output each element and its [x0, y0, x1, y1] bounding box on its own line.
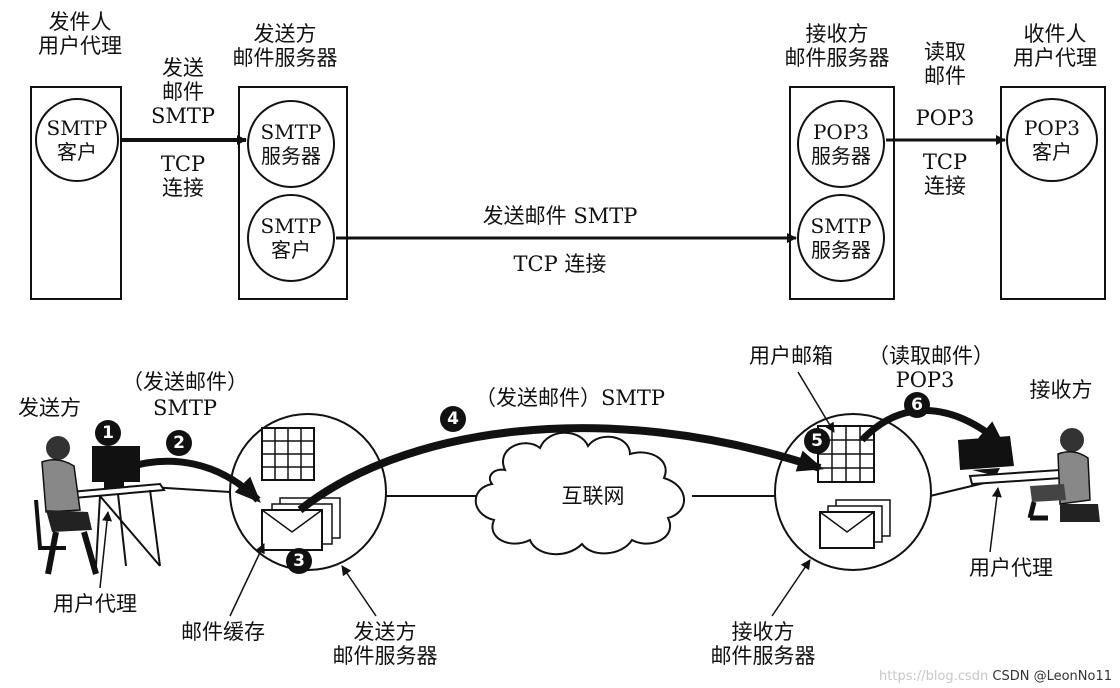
pointer-sender-server	[341, 565, 377, 617]
label-line3: SMTP	[150, 104, 216, 128]
sender-server-smtp-client-circle: SMTP 客户	[247, 194, 335, 282]
pop3-label-bottom: POP3	[895, 368, 955, 392]
sender-person-icon	[34, 436, 166, 575]
sender-ua-title-line2: 用户代理	[38, 34, 122, 58]
receiver-envelopes-icon	[819, 499, 891, 549]
step-1-badge: 1	[95, 420, 121, 446]
mid-send-mail-smtp-label: 发送邮件 SMTP	[482, 204, 638, 228]
circle-line2: 服务器	[811, 238, 871, 262]
sender-user-agent-label: 用户代理	[53, 592, 137, 616]
circle-line1: SMTP	[46, 116, 108, 140]
circle-line2: 客户	[271, 238, 311, 262]
circle-line2: 服务器	[261, 144, 321, 168]
mail-cache-label: 邮件缓存	[181, 620, 265, 644]
sender-server-label: 发送方 邮件服务器	[320, 620, 450, 668]
sender-ua-smtp-client-circle: SMTP 客户	[35, 98, 119, 182]
sender-label: 发送方	[18, 396, 81, 420]
recv-server-title: 接收方 邮件服务器	[772, 22, 902, 70]
receiver-label: 接收方	[1029, 378, 1093, 402]
read-mail-label: 读取 邮件	[905, 40, 985, 88]
label-line1: TCP	[160, 152, 206, 176]
csdn-watermark: https://blog.csdn CSDN @LeonNo11	[879, 669, 1112, 684]
sender-mailbox-grid-icon	[261, 427, 315, 481]
circle-line1: POP3	[1023, 116, 1081, 140]
circle-line1: POP3	[812, 120, 870, 144]
sender-ua-title-line1: 发件人	[48, 10, 112, 34]
recv-server-title-line1: 接收方	[805, 22, 869, 46]
recv-ua-title-line1: 收件人	[1023, 22, 1087, 46]
label-line1: 发送方	[353, 620, 417, 644]
label-line2: 邮件服务器	[710, 644, 816, 668]
step-5-badge: 5	[804, 428, 830, 454]
step-6-badge: 6	[904, 392, 930, 418]
label-line2: 邮件	[162, 80, 204, 104]
internet-label: 互联网	[561, 484, 625, 508]
step-4-badge: 4	[440, 406, 466, 432]
label-line1: 读取	[924, 40, 966, 64]
internet-cloud	[474, 431, 685, 556]
watermark-url: https://blog.csdn	[879, 669, 989, 684]
label-line1: 发送	[162, 56, 204, 80]
label-line2: 邮件	[924, 64, 966, 88]
circle-line1: SMTP	[260, 120, 322, 144]
pointer-user-agent-right	[989, 487, 1002, 553]
send-mail-smtp-label: 发送 邮件 SMTP	[138, 56, 228, 128]
recv-server-title-line2: 邮件服务器	[784, 46, 890, 70]
tcp-connection-label-1: TCP 连接	[138, 152, 228, 200]
recv-ua-title: 收件人 用户代理	[1000, 22, 1110, 70]
tcp-connection-label-2: TCP 连接	[905, 150, 985, 198]
read-mail-paren-label: （读取邮件）	[868, 344, 994, 368]
label-line2: 连接	[162, 176, 204, 200]
step4-arrow	[297, 424, 824, 514]
send-mail-paren-label: （发送邮件）	[122, 370, 248, 394]
recv-server-pop3-server-circle: POP3 服务器	[797, 100, 885, 188]
pointer-receiver-server	[771, 559, 811, 617]
step2-arrow	[118, 457, 261, 503]
step-2-badge: 2	[166, 430, 192, 456]
circle-line2: 客户	[57, 140, 97, 164]
recv-ua-pop3-client-circle: POP3 客户	[1006, 98, 1098, 182]
pointer-user-mailbox	[797, 371, 835, 433]
sender-server-title-line1: 发送方	[253, 22, 317, 46]
receiver-person-icon	[958, 428, 1100, 522]
mid-tcp-connection-label: TCP 连接	[513, 252, 607, 276]
label-line2: 邮件服务器	[332, 644, 438, 668]
pop3-label: POP3	[915, 106, 975, 130]
pointer-user-agent-left	[99, 511, 113, 589]
circle-line1: SMTP	[260, 214, 322, 238]
label-line1: 接收方	[731, 620, 795, 644]
receiver-user-agent-label: 用户代理	[969, 556, 1053, 580]
sender-server-title: 发送方 邮件服务器	[220, 22, 350, 70]
sender-ua-title: 发件人 用户代理	[20, 10, 140, 58]
sender-server-title-line2: 邮件服务器	[232, 46, 338, 70]
label-line2: 连接	[924, 174, 966, 198]
circle-line1: SMTP	[810, 214, 872, 238]
send-mail-smtp-label-bottom: （发送邮件）SMTP	[474, 386, 666, 410]
user-mailbox-label: 用户邮箱	[749, 344, 833, 368]
label-line1: TCP	[922, 150, 968, 174]
sender-server-smtp-server-circle: SMTP 服务器	[247, 100, 335, 188]
recv-ua-title-line2: 用户代理	[1013, 46, 1097, 70]
receiver-server-label: 接收方 邮件服务器	[698, 620, 828, 668]
watermark-author: CSDN @LeonNo11	[992, 669, 1112, 684]
circle-line2: 客户	[1032, 140, 1072, 164]
pointer-mail-cache	[229, 543, 265, 617]
recv-server-smtp-server-circle: SMTP 服务器	[797, 194, 885, 282]
smtp-label: SMTP	[152, 396, 218, 420]
circle-line2: 服务器	[811, 144, 871, 168]
step-3-badge: 3	[286, 548, 312, 574]
